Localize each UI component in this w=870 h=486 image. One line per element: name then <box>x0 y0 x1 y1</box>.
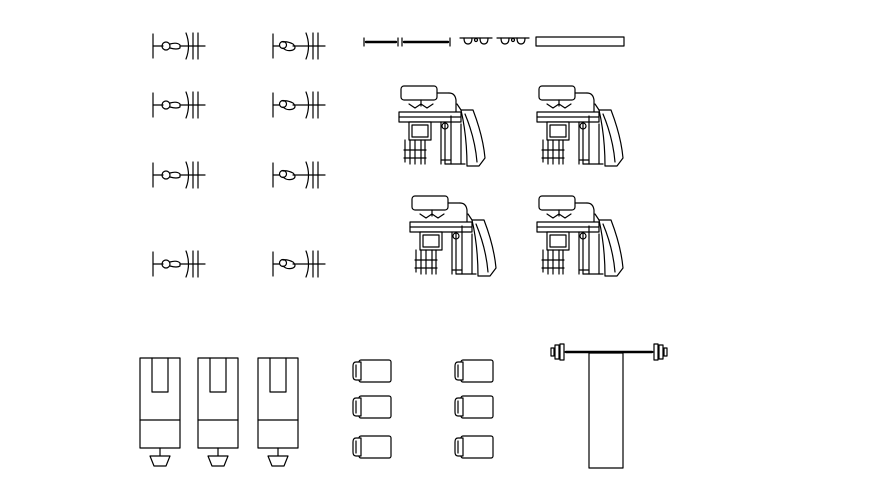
seat <box>352 395 392 419</box>
equipment-side-view <box>272 250 326 278</box>
flat-bench <box>139 357 181 467</box>
straight-bar <box>535 36 625 47</box>
weight-machine <box>398 85 486 167</box>
bench-pad <box>588 352 624 469</box>
olympic-bench-with-barbell <box>550 343 668 469</box>
equipment-side-view <box>272 32 326 60</box>
handle-attachment-2 <box>496 37 530 45</box>
flat-bench-plan-views <box>139 357 299 467</box>
weight-machine-top-views <box>398 85 624 277</box>
flat-bench <box>197 357 239 467</box>
seat <box>352 359 392 383</box>
equipment-side-view <box>152 161 206 189</box>
side-view-equipment-column-2 <box>272 32 326 278</box>
seat-plan-views-column-2 <box>454 359 494 459</box>
seat <box>454 359 494 383</box>
short-bar-2 <box>401 37 451 47</box>
equipment-side-view <box>272 161 326 189</box>
barbell-and-accessory-row <box>363 36 625 47</box>
flat-bench <box>257 357 299 467</box>
weight-machine <box>536 85 624 167</box>
weight-machine <box>536 195 624 277</box>
seat <box>454 435 494 459</box>
handle-attachment-1 <box>459 37 493 45</box>
seat-plan-views-column-1 <box>352 359 392 459</box>
equipment-side-view <box>152 91 206 119</box>
equipment-side-view <box>152 32 206 60</box>
seat <box>454 395 494 419</box>
short-bar-1 <box>363 37 399 47</box>
side-view-equipment-column-1 <box>152 32 206 278</box>
seat <box>352 435 392 459</box>
weight-machine <box>409 195 497 277</box>
equipment-side-view <box>272 91 326 119</box>
equipment-side-view <box>152 250 206 278</box>
